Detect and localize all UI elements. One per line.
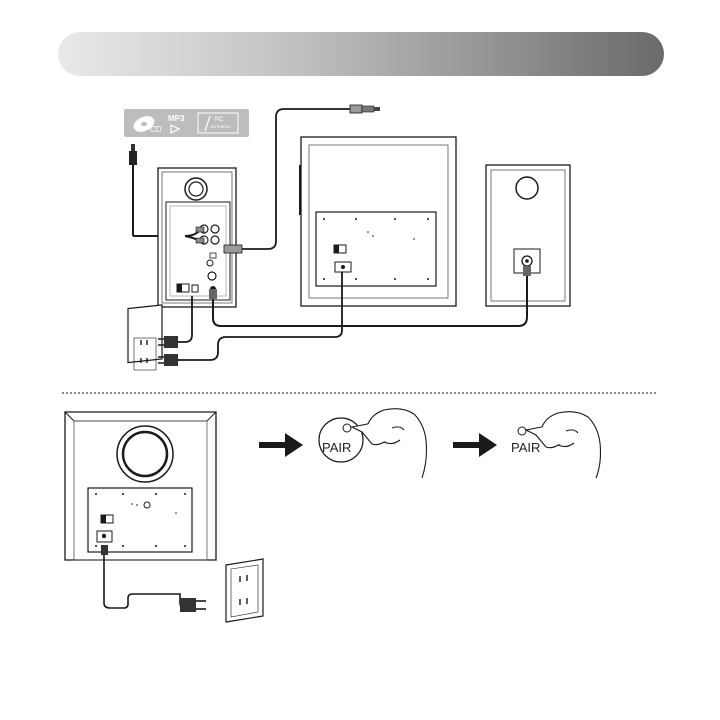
arrow-right-icon bbox=[453, 433, 497, 457]
pc-label: PC bbox=[215, 117, 224, 123]
cd-label: CD bbox=[150, 125, 162, 134]
audio-source-icons: CD MP3 PC NOTEBOOK bbox=[124, 109, 249, 137]
subwoofer bbox=[300, 137, 456, 306]
rca-input-right bbox=[211, 225, 219, 233]
mp3-label: MP3 bbox=[168, 114, 185, 123]
subwoofer-back-view bbox=[65, 412, 216, 560]
pair-label-2: PAIR bbox=[511, 440, 540, 455]
pair-step-2: PAIR bbox=[511, 412, 601, 478]
wall-outlet-bottom bbox=[226, 559, 263, 622]
arrow-right-icon bbox=[259, 433, 303, 457]
left-satellite-speaker bbox=[158, 168, 236, 307]
pair-step-1: PAIR bbox=[319, 409, 427, 478]
wall-outlet-top bbox=[128, 305, 162, 370]
pair-label-1: PAIR bbox=[322, 440, 351, 455]
notebook-label: NOTEBOOK bbox=[211, 125, 232, 129]
